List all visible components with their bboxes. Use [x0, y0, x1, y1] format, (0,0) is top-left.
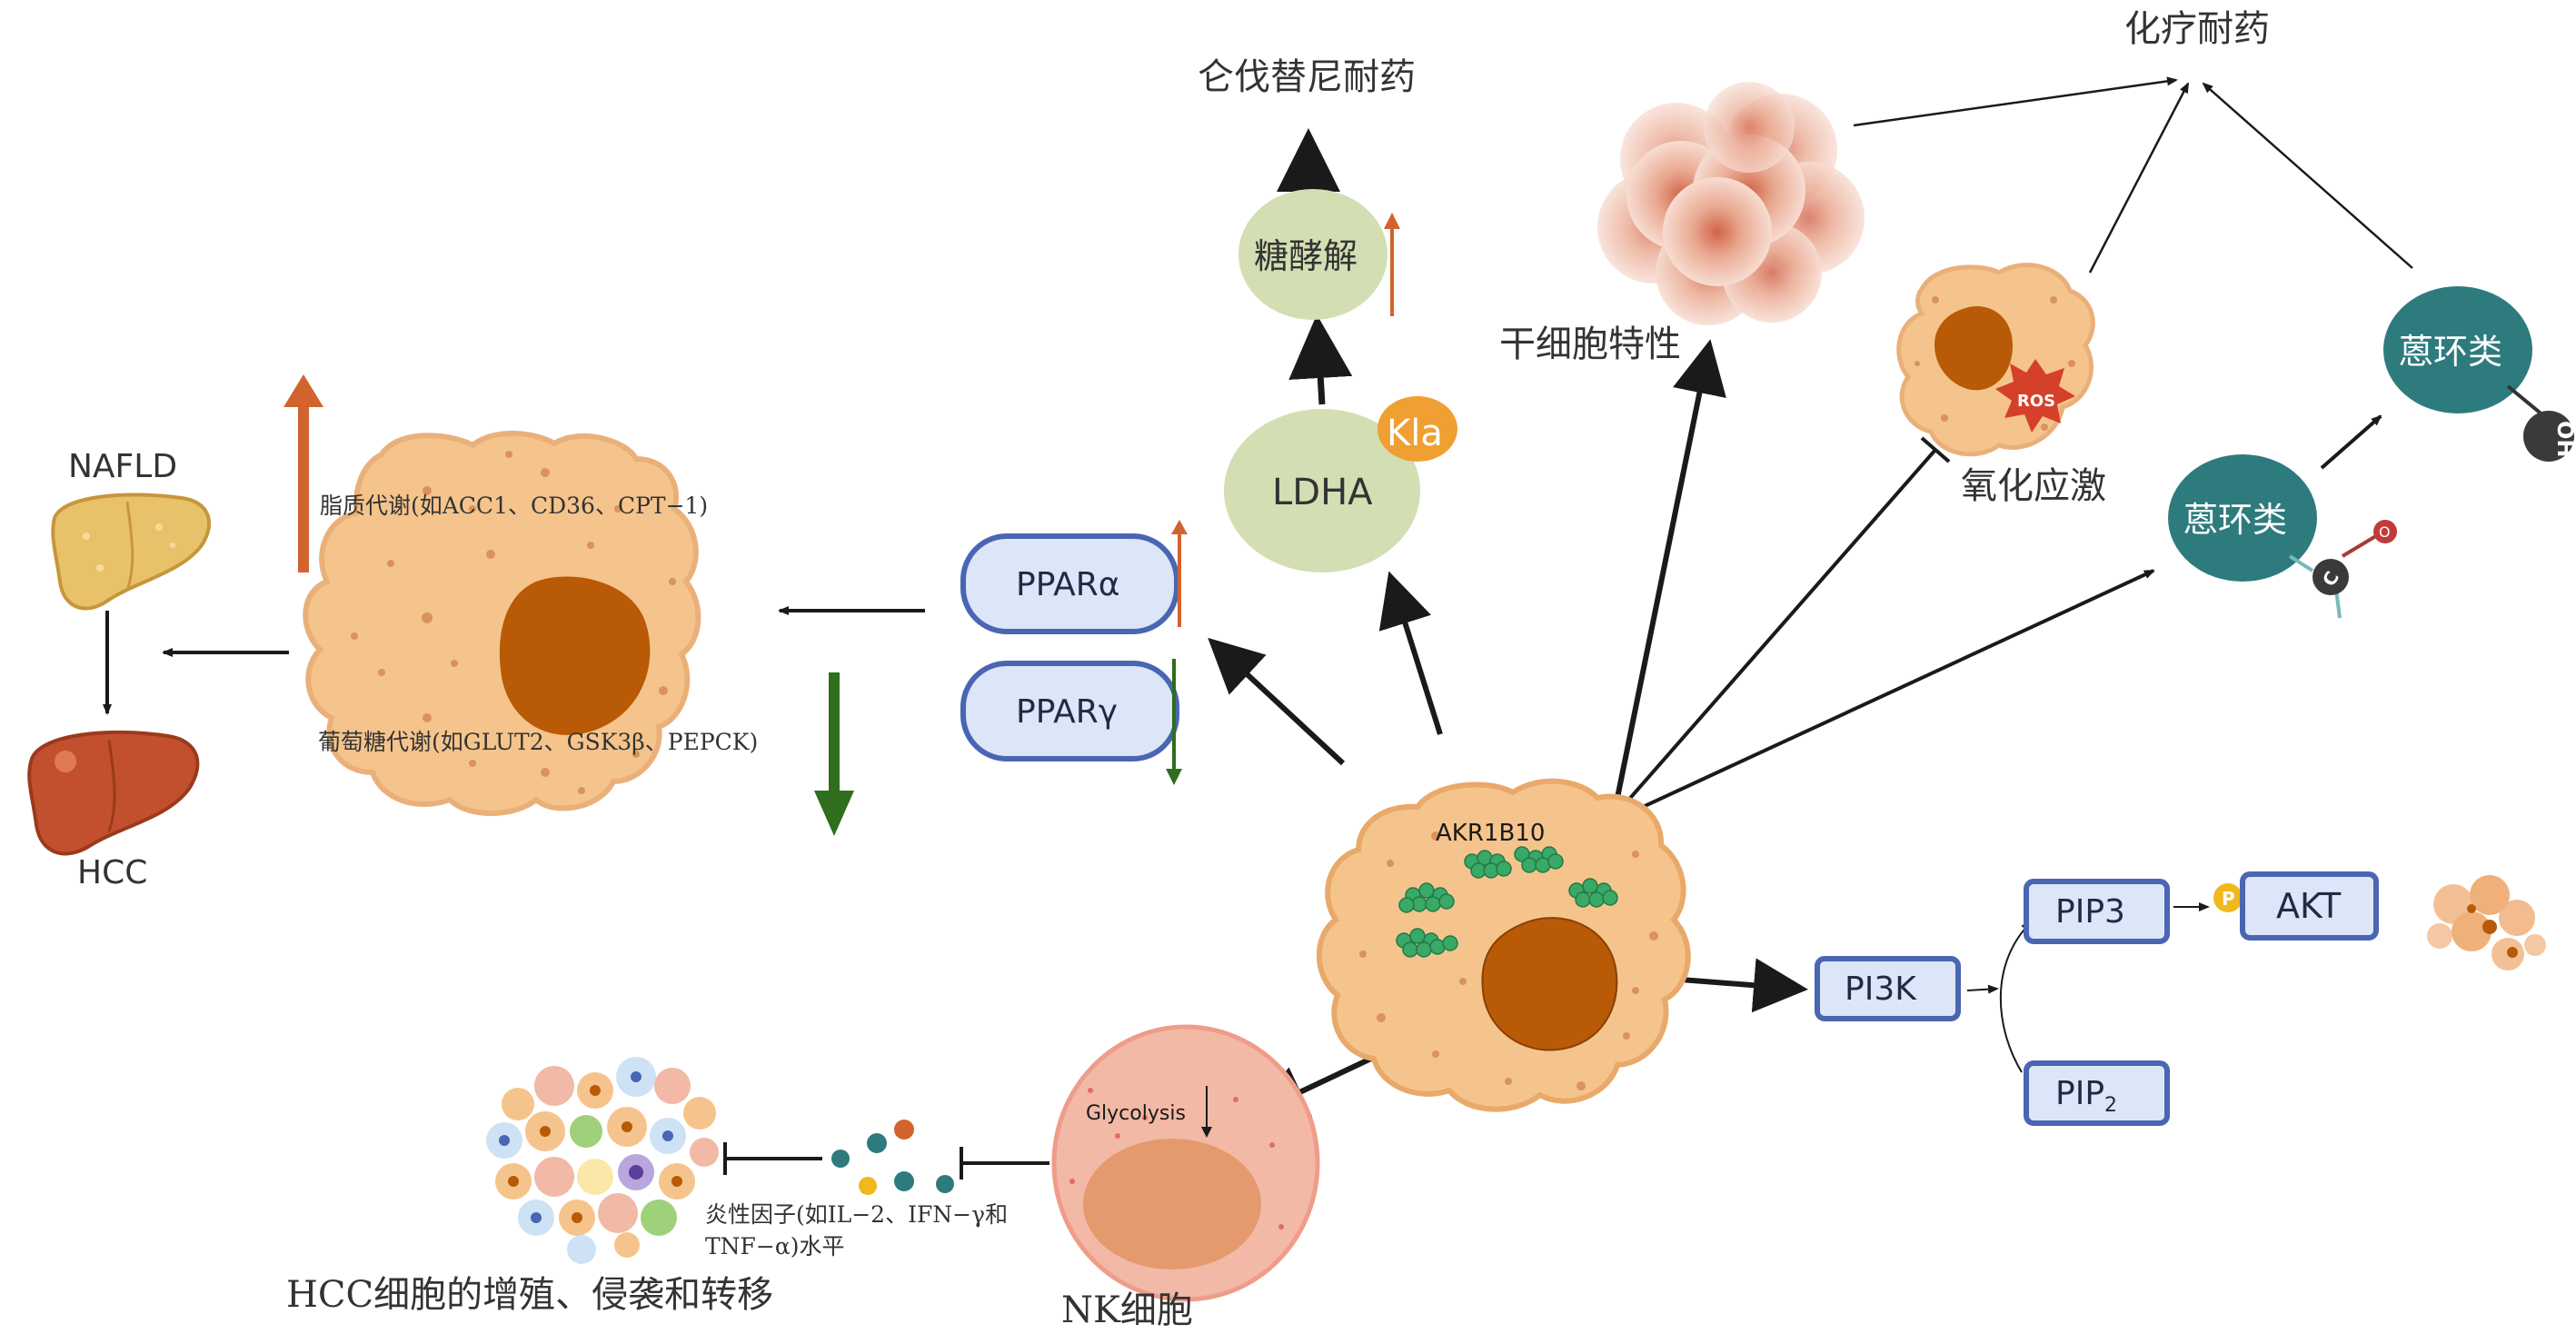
pip2-subscript: 2 — [2104, 1094, 2117, 1117]
pi3k-box[interactable]: PI3K — [1815, 956, 1961, 1021]
nafld-label: NAFLD — [68, 448, 177, 485]
akt-label: AKT — [2276, 886, 2342, 926]
hcc-label: HCC — [77, 854, 147, 891]
svg-text:PIP2: PIP2 — [2055, 1075, 2117, 1117]
nk-cell-label: NK细胞 — [1061, 1289, 1193, 1331]
ppar-alpha-pill: PPARα — [960, 533, 1179, 634]
pi3k-label: PI3K — [1845, 971, 1917, 1008]
oxidative-stress-label: 氧化应激 — [1961, 465, 2106, 507]
kla-label: Kla — [1387, 413, 1443, 454]
akr1b10-to-ldha-arrow — [1378, 571, 1443, 735]
stemness-label: 干细胞特性 — [1499, 324, 1681, 365]
akr1b10-protein-icon — [1396, 846, 1618, 958]
oxstress-inhibit-bar — [1920, 436, 1951, 463]
ppar-gamma-pill: PPARγ — [960, 661, 1179, 762]
glycolysis-en-label: Glycolysis — [1086, 1102, 1186, 1125]
anthracycline-bottom-label: 蒽环类 — [2183, 500, 2287, 540]
akr1b10-to-anthracycline-arrow — [1618, 569, 2155, 820]
glucose-down-arrow-icon — [814, 672, 854, 836]
pip2-box[interactable]: PIP2 — [2024, 1060, 2170, 1126]
ros-to-chemo-arrow — [2088, 82, 2190, 274]
glucose-metabolism-label: 葡萄糖代谢(如GLUT2、GSK3β、PEPCK) — [318, 729, 758, 755]
lipid-metabolism-label: 脂质代谢(如ACC1、CD36、CPT−1) — [320, 493, 708, 519]
p-label: P — [2222, 888, 2235, 910]
ppar-alpha-label: PPARα — [1016, 566, 1120, 603]
hepatocyte-cell-left — [303, 430, 701, 816]
ros-cell-icon: ROS — [1896, 263, 2095, 457]
ppar-alpha-up-arrowhead — [1171, 520, 1188, 534]
akr1b10-to-stemness-arrow — [1615, 339, 1726, 799]
akr1b10-label: AKR1B10 — [1436, 820, 1545, 847]
ppar-gamma-label: PPARγ — [1016, 693, 1118, 731]
cytokine-dots-icon — [831, 1120, 954, 1195]
lipid-up-arrow-icon — [283, 374, 323, 572]
glycolysis-circle: 糖酵解 — [1238, 189, 1387, 320]
hcc-liver-icon — [27, 730, 200, 856]
nk-cell: Glycolysis — [1051, 1024, 1320, 1302]
ppar-gamma-down-arrowhead — [1166, 769, 1182, 785]
akr1b10-inhibits-oxstress — [1617, 448, 1937, 812]
ldha-label: LDHA — [1272, 472, 1373, 513]
pip3-box[interactable]: PIP3 — [2024, 879, 2170, 944]
stem-cell-cluster-icon — [1597, 82, 1865, 325]
akr1b10-to-ppar-arrow — [1208, 637, 1346, 766]
glycolysis-cn-label: 糖酵解 — [1254, 236, 1358, 276]
anthracycline-top: 蒽环类 OH — [2383, 286, 2576, 462]
stemness-to-chemo-arrow — [1853, 76, 2178, 127]
anthracycline-bottom: 蒽环类 O C — [2168, 454, 2397, 619]
tumor-microenvironment-icon — [486, 1057, 719, 1264]
anthracycline-top-label: 蒽环类 — [2399, 332, 2502, 372]
cytokines-line2-label: TNF−α)水平 — [705, 1233, 844, 1259]
cytokines-line1-label: 炎性因子(如IL−2、IFN−γ和 — [705, 1201, 1008, 1228]
pi3k-to-pip-arrow — [1966, 984, 1999, 994]
ros-label: ROS — [2017, 392, 2055, 411]
ldha-to-glycolysis-arrow — [1288, 314, 1353, 405]
tumor-cluster-icon — [2427, 875, 2546, 971]
anthracycline-to-chemo-arrow — [2202, 82, 2413, 269]
pip3-label: PIP3 — [2055, 893, 2125, 931]
chemo-resistance-label: 化疗耐药 — [2124, 8, 2270, 50]
o-atom-label: O — [2379, 523, 2391, 541]
healthy-liver-icon — [51, 493, 211, 611]
oh-label: OH — [2552, 421, 2576, 458]
pip2-label: PIP — [2055, 1075, 2104, 1112]
anthracycline-conversion-arrow — [2320, 414, 2382, 470]
akr1b10-cell: AKR1B10 — [1316, 778, 1691, 1112]
ldha-circle: LDHA — [1224, 409, 1420, 572]
phosphate-badge: P — [2213, 883, 2243, 912]
akr1b10-to-pi3k-arrow — [1680, 958, 1808, 1013]
pip2-to-pip3-curved-arrow — [1999, 921, 2033, 1073]
lenvatinib-resistance-label: 仑伐替尼耐药 — [1198, 56, 1416, 98]
hcc-proliferation-label: HCC细胞的增殖、侵袭和转移 — [286, 1274, 773, 1316]
glycolysis-up-arrowhead — [1384, 213, 1400, 229]
akt-box[interactable]: AKT — [2240, 871, 2379, 941]
kla-badge: Kla — [1378, 396, 1457, 462]
